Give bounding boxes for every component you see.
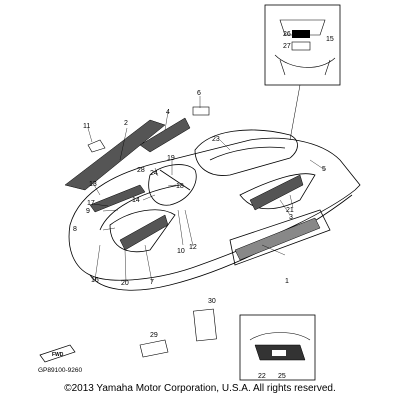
callout-16: 16 xyxy=(91,277,99,284)
copyright-footer: ©2013 Yamaha Motor Corporation, U.S.A. A… xyxy=(64,383,336,394)
callout-9: 9 xyxy=(86,208,90,215)
callout-29: 29 xyxy=(150,332,158,339)
callout-8: 8 xyxy=(73,226,77,233)
callout-labels: 1 2 3 4 5 6 7 8 9 10 11 12 13 14 15 16 1… xyxy=(73,31,334,380)
fwd-label: FWD xyxy=(52,352,64,358)
callout-5: 5 xyxy=(322,166,326,173)
callout-27: 27 xyxy=(283,43,291,50)
callout-24: 24 xyxy=(150,170,158,177)
decal-6 xyxy=(192,106,210,116)
callout-3: 3 xyxy=(289,214,293,221)
callout-13: 13 xyxy=(89,181,97,188)
decal-11 xyxy=(87,139,106,153)
part-code: GP89100-9260 xyxy=(38,367,83,374)
callout-14: 14 xyxy=(132,197,140,204)
callout-25: 25 xyxy=(278,373,286,380)
callout-19: 19 xyxy=(167,155,175,162)
callout-2: 2 xyxy=(124,120,128,127)
callout-6: 6 xyxy=(197,90,201,97)
callout-15: 15 xyxy=(326,36,334,43)
callout-23: 23 xyxy=(212,136,220,143)
callout-18: 18 xyxy=(176,183,184,190)
decal-shapes xyxy=(64,117,321,261)
inset-bottom-right xyxy=(239,314,316,381)
callout-10: 10 xyxy=(177,248,185,255)
callout-11: 11 xyxy=(83,123,90,130)
inset-top-right xyxy=(264,4,341,141)
callout-20: 20 xyxy=(121,280,129,287)
callout-1: 1 xyxy=(285,278,289,285)
callout-22: 22 xyxy=(258,373,266,380)
callout-30: 30 xyxy=(208,298,216,305)
fwd-arrow-icon: FWD xyxy=(39,344,76,363)
callout-21: 21 xyxy=(286,207,294,214)
leader-lines xyxy=(87,96,326,283)
callout-4: 4 xyxy=(166,109,170,116)
decal-29 xyxy=(139,339,169,358)
callout-17: 17 xyxy=(87,200,95,207)
decal-30 xyxy=(193,308,217,342)
callout-28: 28 xyxy=(137,167,145,174)
callout-12: 12 xyxy=(189,244,197,251)
callout-26: 26 xyxy=(283,31,291,38)
callout-7: 7 xyxy=(150,279,154,286)
